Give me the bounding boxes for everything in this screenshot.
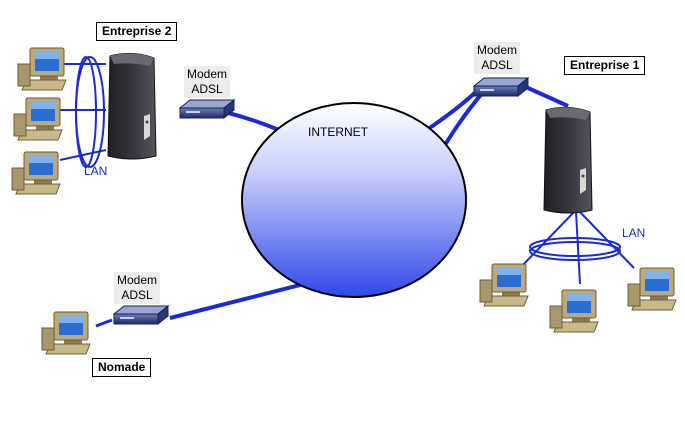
lan-label-enterprise1: LAN <box>622 226 646 240</box>
workstation-icon <box>41 311 91 355</box>
lan-enterprise1-links <box>519 211 635 285</box>
workstation-icon <box>549 289 599 333</box>
modem-icon <box>113 305 169 325</box>
lan-label-enterprise2: LAN <box>84 164 108 178</box>
modem-label-line2: ADSL <box>481 58 513 72</box>
modem-label-line2: ADSL <box>121 288 153 302</box>
server-icon <box>107 52 157 160</box>
internet-label: INTERNET <box>308 125 368 139</box>
modem-label-line1: Modem <box>117 273 158 287</box>
workstation-icon <box>13 97 63 141</box>
internet-cloud <box>241 102 467 298</box>
modem-label-enterprise1: Modem ADSL <box>474 42 521 74</box>
link-nomade-pc <box>95 318 113 328</box>
modem-label-line1: Modem <box>477 43 518 57</box>
server-icon <box>543 106 593 214</box>
enterprise1-label: Entreprise 1 <box>564 56 646 75</box>
workstation-icon <box>479 263 529 307</box>
link-modem-server1 <box>527 86 569 108</box>
workstation-icon <box>627 267 677 311</box>
nomade-label: Nomade <box>92 358 152 377</box>
modem-label-line2: ADSL <box>191 82 223 96</box>
workstation-icon <box>11 151 61 195</box>
modem-icon <box>473 77 529 97</box>
modem-label-enterprise2: Modem ADSL <box>184 66 231 98</box>
lan-enterprise2-links <box>59 56 107 168</box>
modem-label-nomade: Modem ADSL <box>114 272 161 304</box>
modem-icon <box>179 99 235 119</box>
workstation-icon <box>17 47 67 91</box>
enterprise2-label: Entreprise 2 <box>96 22 178 41</box>
modem-label-line1: Modem <box>187 67 228 81</box>
